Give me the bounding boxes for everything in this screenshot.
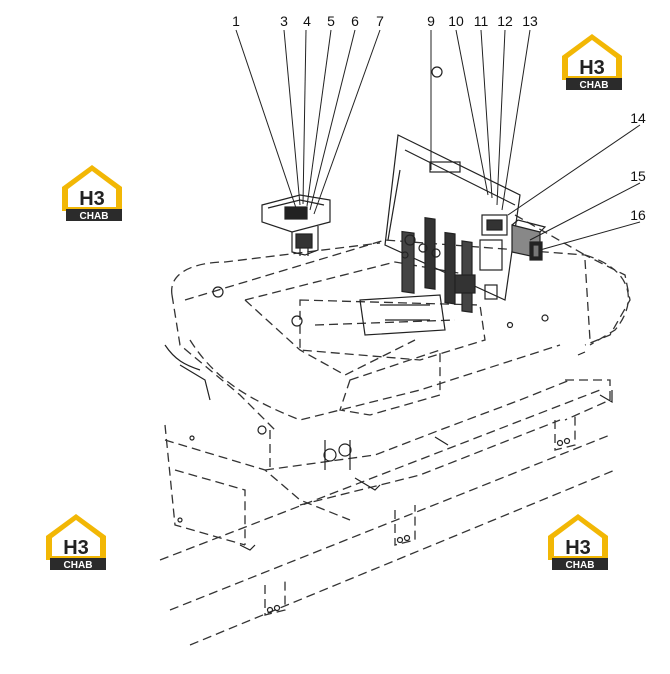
watermark-caption: CHAB — [566, 560, 595, 571]
callout-10: 10 — [448, 13, 464, 29]
watermark-logo-bottom-left: H3 CHAB — [46, 514, 106, 571]
watermark-letters: H3 — [565, 537, 591, 559]
callout-15: 15 — [630, 168, 646, 184]
callout-4: 4 — [303, 13, 311, 29]
watermark-caption: CHAB — [64, 560, 93, 571]
watermark-caption: CHAB — [580, 80, 609, 91]
callout-12: 12 — [497, 13, 513, 29]
watermark-logo-top-right: H3 CHAB — [562, 34, 622, 91]
callout-14: 14 — [630, 110, 646, 126]
callout-9: 9 — [427, 13, 435, 29]
callout-1: 1 — [232, 13, 240, 29]
frame-outline — [159, 214, 631, 646]
callout-16: 16 — [630, 207, 646, 223]
callout-labels: 1 3 4 5 6 7 9 10 11 12 13 14 15 16 — [232, 13, 646, 223]
watermark-logo-bottom-right: H3 CHAB — [548, 514, 608, 571]
control-panel — [384, 66, 547, 314]
callout-13: 13 — [522, 13, 538, 29]
watermark-caption: CHAB — [80, 211, 109, 222]
callout-6: 6 — [351, 13, 359, 29]
callout-7: 7 — [376, 13, 384, 29]
callout-5: 5 — [327, 13, 335, 29]
callout-11: 11 — [474, 13, 489, 29]
callout-3: 3 — [280, 13, 288, 29]
frame-solid-details — [164, 286, 613, 614]
watermark-letters: H3 — [79, 188, 105, 210]
watermark-logo-mid-left: H3 CHAB — [62, 165, 122, 222]
leader-lines — [235, 29, 641, 251]
connector-assembly — [261, 194, 331, 256]
watermark-letters: H3 — [63, 537, 89, 559]
watermark-letters: H3 — [579, 57, 605, 79]
